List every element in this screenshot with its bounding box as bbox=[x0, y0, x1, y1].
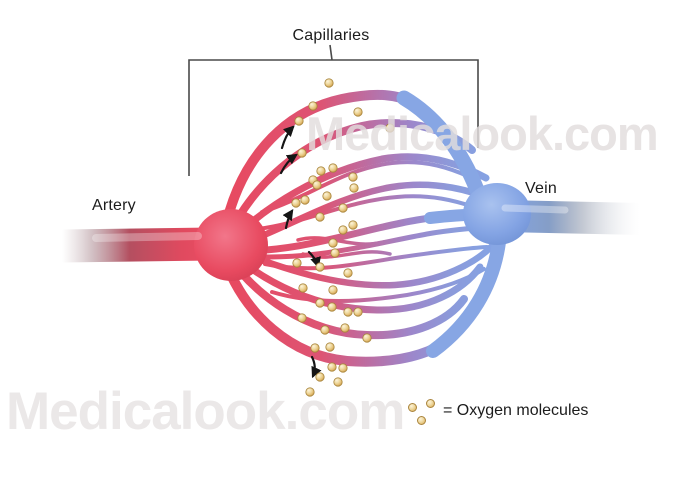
artery-trunk bbox=[61, 227, 213, 263]
oxygen-molecule-icon bbox=[408, 403, 417, 412]
oxygen-molecule bbox=[320, 325, 330, 335]
oxygen-molecule bbox=[343, 268, 353, 278]
diffusion-arrow bbox=[282, 209, 294, 230]
diffusion-arrow bbox=[310, 355, 322, 379]
artery-highlight bbox=[92, 232, 202, 242]
oxygen-molecule bbox=[328, 163, 338, 173]
oxygen-molecule bbox=[325, 342, 335, 352]
oxygen-molecule bbox=[322, 191, 332, 201]
oxygen-molecule bbox=[340, 323, 350, 333]
vein-hub bbox=[463, 183, 531, 245]
oxygen-molecule bbox=[315, 298, 325, 308]
oxygen-molecule bbox=[324, 78, 334, 88]
oxygen-molecule bbox=[353, 307, 363, 317]
oxygen-molecule bbox=[348, 220, 358, 230]
capillary-bottom-arc bbox=[219, 253, 442, 367]
diffusion-arrow bbox=[279, 153, 298, 175]
oxygen-molecule bbox=[327, 362, 337, 372]
oxygen-molecule bbox=[338, 225, 348, 235]
oxygen-molecule-icon bbox=[417, 416, 426, 425]
oxygen-molecule bbox=[305, 387, 315, 397]
oxygen-molecule bbox=[292, 258, 302, 268]
oxygen-molecule bbox=[300, 195, 310, 205]
oxygen-molecule bbox=[338, 363, 348, 373]
oxygen-molecule bbox=[328, 285, 338, 295]
oxygen-molecules-group bbox=[291, 78, 395, 397]
oxygen-molecule bbox=[328, 238, 338, 248]
oxygen-molecule bbox=[330, 248, 340, 258]
oxygen-molecule bbox=[349, 183, 359, 193]
capillaries-bracket bbox=[188, 44, 479, 176]
capillaries-label-connector bbox=[329, 44, 333, 61]
oxygen-legend-spheres bbox=[400, 395, 436, 427]
oxygen-molecule bbox=[294, 116, 304, 126]
oxygen-molecule bbox=[385, 123, 395, 133]
oxygen-molecule bbox=[297, 148, 307, 158]
oxygen-molecule-icon bbox=[426, 399, 435, 408]
oxygen-molecule bbox=[315, 212, 325, 222]
vein-highlight bbox=[501, 204, 569, 214]
oxygen-molecule bbox=[291, 198, 301, 208]
oxygen-molecule bbox=[348, 172, 358, 182]
oxygen-molecule bbox=[338, 203, 348, 213]
oxygen-molecule bbox=[327, 302, 337, 312]
oxygen-molecule bbox=[353, 107, 363, 117]
diffusion-arrow bbox=[280, 125, 295, 150]
oxygen-molecule bbox=[297, 313, 307, 323]
oxygen-molecule bbox=[333, 377, 343, 387]
oxygen-molecule bbox=[310, 343, 320, 353]
vein-label: Vein bbox=[525, 180, 557, 197]
oxygen-molecule bbox=[362, 333, 372, 343]
artery-bulb bbox=[194, 209, 268, 281]
oxygen-molecule bbox=[343, 307, 353, 317]
oxygen-molecule bbox=[298, 283, 308, 293]
oxygen-molecule bbox=[316, 166, 326, 176]
capillary-top-arc bbox=[219, 89, 421, 239]
oxygen-molecule bbox=[315, 372, 325, 382]
oxygen-molecule bbox=[312, 180, 322, 190]
artery-label: Artery bbox=[92, 197, 136, 214]
oxygen-legend: = Oxygen molecules bbox=[400, 395, 610, 429]
capillaries-label: Capillaries bbox=[292, 27, 370, 44]
oxygen-molecule bbox=[315, 262, 325, 272]
oxygen-legend-text: = Oxygen molecules bbox=[443, 402, 589, 419]
oxygen-molecule bbox=[308, 101, 318, 111]
